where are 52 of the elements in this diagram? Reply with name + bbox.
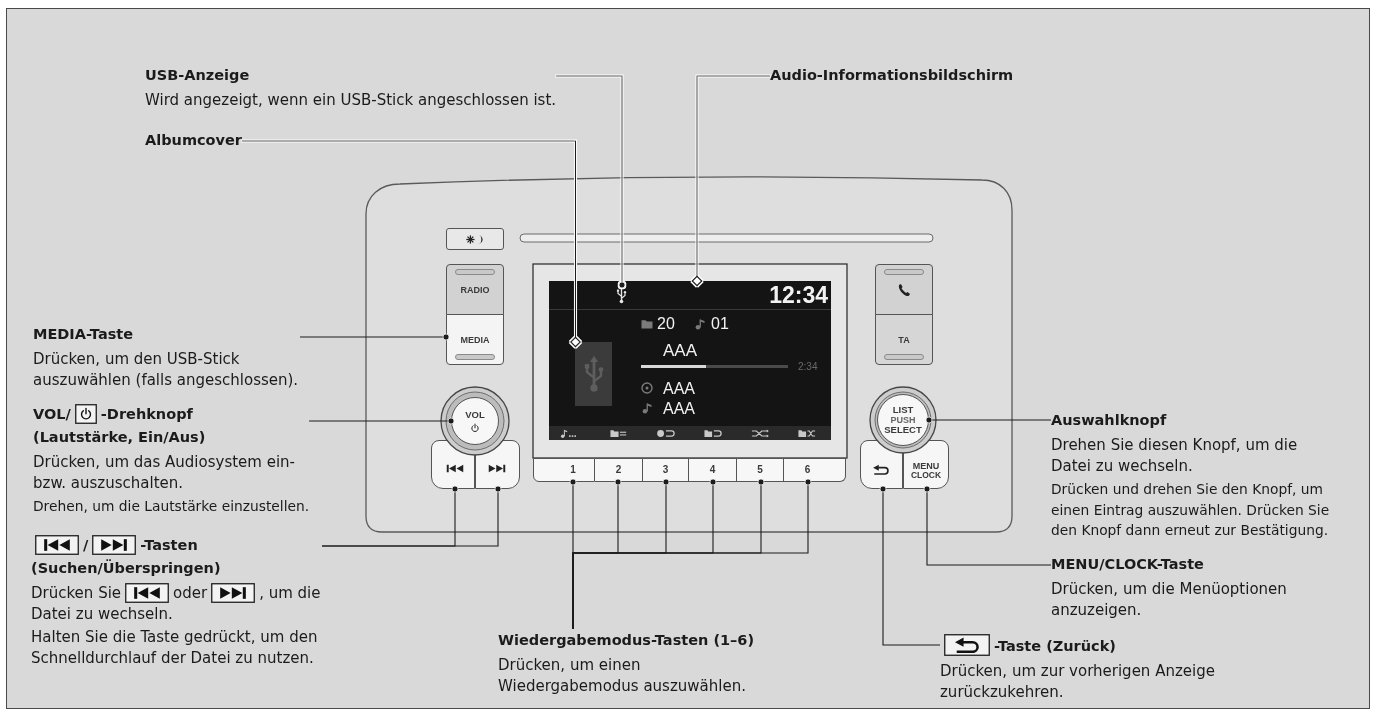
track-number: 01 [711, 316, 729, 332]
display-screen [549, 281, 831, 440]
callout-text: Drücken, um das Audiosystem ein- bzw. auszuschalten. [33, 452, 297, 494]
callout-heading: -Taste (Zurück) [940, 634, 1116, 658]
folder-number: 20 [657, 316, 675, 332]
mode-button: 4 [689, 458, 737, 482]
leader-line [241, 140, 581, 348]
callout-text: Drücken und drehen Sie den Knopf, um einen Eintrag auszuwählen. Drücken Sie den Knopf dann erneut zur Bestätigung. [1051, 480, 1331, 540]
callout-text: Halten Sie die Taste gedrückt, um den Schnelldurchlauf der Datei zu nutzen. [31, 627, 319, 669]
callout-heading: VOL/ -Drehknopf (Lautstärke, Ein/Aus) [33, 403, 207, 447]
media-button: MEDIA [446, 314, 504, 365]
mode-button: 2 [595, 458, 643, 482]
album-art-picture [575, 342, 612, 406]
leader-line [555, 75, 626, 289]
callout-text: Drücken Sie oder , um die Datei zu wechseln. [31, 583, 322, 625]
leader-line [923, 485, 1052, 566]
leader-line [879, 485, 941, 646]
callout-heading: Albumcover [145, 129, 242, 152]
callout-text: Drehen Sie diesen Knopf, um die Datei zu wechseln. [1051, 435, 1299, 477]
track-title: AAA [663, 342, 698, 359]
leader-line [925, 416, 1052, 424]
usb-icon [616, 285, 627, 304]
callout-text: Drücken, um den USB-Stick auszuwählen (falls angeschlossen). [33, 349, 300, 391]
track-time: 2:34 [798, 362, 818, 372]
leader-line [308, 417, 455, 425]
radio-mode-button: RADIO [446, 264, 504, 315]
leader-line [299, 333, 450, 341]
callout-heading: MENU/CLOCK-Taste [1051, 555, 1204, 574]
info-text: AAA [663, 401, 695, 417]
mode-button: 3 [643, 458, 689, 482]
callout-heading: USB-Anzeige [145, 66, 250, 85]
callout-heading: MEDIA-Taste [33, 325, 134, 344]
day-night-button [446, 228, 504, 250]
clock-time: 12:34 [769, 284, 828, 307]
callout-text: Drehen, um die Lautstärke einzustellen. [33, 497, 310, 516]
callout-text: Drücken, um die Menüoptionen anzuzeigen. [1051, 579, 1288, 621]
callout-heading: / -Tasten (Suchen/Überspringen) [31, 534, 222, 578]
mode-button: 5 [737, 458, 784, 482]
callout-heading: Wiedergabemodus-Tasten (1–6) [498, 631, 755, 650]
mode-button: 6 [784, 458, 846, 482]
info-text: AAA [663, 381, 695, 397]
leader-line [572, 478, 812, 630]
phone-button [875, 264, 933, 315]
leader-line [691, 75, 771, 287]
callout-text: Drücken, um einen Wiedergabemodus auszuwählen. [498, 655, 747, 697]
callout-text: Wird angezeigt, wenn ein USB-Stick angeschlossen ist. [145, 90, 557, 111]
leader-line [321, 485, 502, 547]
ta-button: TA [875, 314, 933, 365]
callout-heading: Auswahlknopf [1051, 411, 1167, 430]
callout-heading: Audio-Informationsbildschirm [770, 64, 1014, 87]
callout-text: Drücken, um zur vorherigen Anzeige zurückzukehren. [940, 661, 1216, 703]
mode-button: 1 [533, 458, 595, 482]
